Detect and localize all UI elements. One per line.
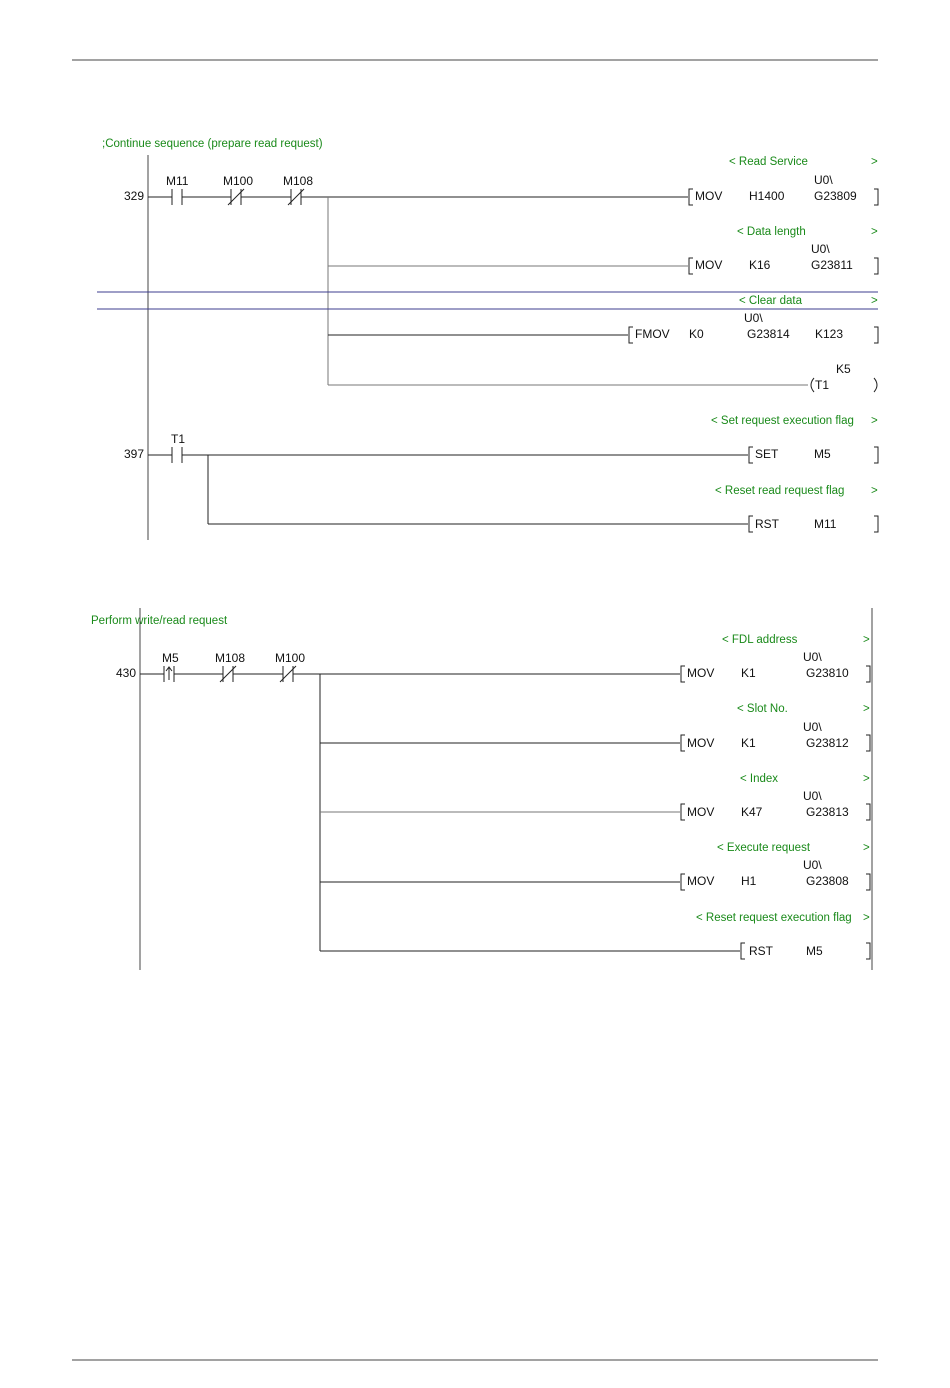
svg-text:M11: M11 xyxy=(814,517,837,531)
svg-text:RST: RST xyxy=(749,944,774,958)
svg-text:FMOV: FMOV xyxy=(635,327,670,341)
contact-label: T1 xyxy=(171,432,185,446)
svg-text:G23808: G23808 xyxy=(806,874,849,888)
svg-text:G23814: G23814 xyxy=(747,327,790,341)
instruction-comment: < Reset request execution flag xyxy=(696,912,852,924)
svg-text:MOV: MOV xyxy=(687,666,714,680)
instruction-rst-m11: < Reset read request flag > RST M11 xyxy=(715,485,879,533)
instruction-mov-execute-request: < Execute request > MOV H1 U0\ G23808 xyxy=(680,842,871,891)
svg-text:T1: T1 xyxy=(815,378,829,392)
contact-no-t1: T1 xyxy=(171,432,185,463)
svg-text:U0\: U0\ xyxy=(744,311,763,325)
contact-label: M100 xyxy=(223,174,253,188)
svg-text:G23812: G23812 xyxy=(806,736,849,750)
svg-text:RST: RST xyxy=(755,517,780,531)
svg-text:U0\: U0\ xyxy=(803,858,822,872)
instruction-comment: < Execute request xyxy=(717,842,811,854)
svg-text:K0: K0 xyxy=(689,327,704,341)
svg-text:M5: M5 xyxy=(806,944,823,958)
svg-text:>: > xyxy=(863,842,870,854)
contact-label: M108 xyxy=(283,174,313,188)
instruction-comment: < Set request execution flag xyxy=(711,415,854,427)
svg-text:>: > xyxy=(863,703,870,715)
svg-text:G23813: G23813 xyxy=(806,805,849,819)
svg-text:K1: K1 xyxy=(741,666,756,680)
svg-text:>: > xyxy=(871,226,878,238)
svg-text:MOV: MOV xyxy=(687,805,714,819)
svg-text:M5: M5 xyxy=(814,447,831,461)
instruction-comment: < Clear data xyxy=(739,295,803,307)
contact-label: M5 xyxy=(162,651,179,665)
instruction-mov-read-service: < Read Service > MOV H1400 U0\ G23809 xyxy=(688,156,879,206)
timer-coil-t1: K5 T1 xyxy=(810,362,878,393)
svg-text:K16: K16 xyxy=(749,258,771,272)
instruction-mov-data-length: < Data length > MOV K16 U0\ G23811 xyxy=(688,226,879,275)
svg-text:K5: K5 xyxy=(836,362,851,376)
svg-text:H1400: H1400 xyxy=(749,189,785,203)
contact-nc-m100: M100 xyxy=(223,174,253,206)
section2-ladder: Perform write/read request 430 M5 M108 M… xyxy=(91,608,873,970)
svg-text:G23811: G23811 xyxy=(811,258,853,272)
instruction-comment: < Index xyxy=(740,773,778,785)
instruction-comment: < Slot No. xyxy=(737,703,788,715)
contact-nc-m108: M108 xyxy=(215,651,245,683)
contact-nc-m108: M108 xyxy=(283,174,313,206)
instruction-set-m5: < Set request execution flag > SET M5 xyxy=(711,415,879,464)
step-number: 329 xyxy=(124,189,144,203)
step-number: 430 xyxy=(116,666,136,680)
instruction-comment: < Data length xyxy=(737,226,806,238)
section2-comment: Perform write/read request xyxy=(91,615,228,627)
svg-text:>: > xyxy=(863,773,870,785)
svg-text:>: > xyxy=(871,156,878,168)
instruction-mov-index: < Index > MOV K47 U0\ G23813 xyxy=(680,773,871,821)
svg-text:U0\: U0\ xyxy=(803,720,822,734)
step-number: 397 xyxy=(124,447,144,461)
svg-text:>: > xyxy=(871,295,878,307)
svg-text:MOV: MOV xyxy=(695,258,722,272)
section1-comment: ;Continue sequence (prepare read request… xyxy=(102,138,323,150)
contact-label: M100 xyxy=(275,651,305,665)
svg-text:U0\: U0\ xyxy=(814,173,833,187)
svg-text:>: > xyxy=(871,485,878,497)
svg-text:K1: K1 xyxy=(741,736,756,750)
svg-text:MOV: MOV xyxy=(687,736,714,750)
instruction-comment: < Read Service xyxy=(729,156,808,168)
svg-text:K123: K123 xyxy=(815,327,843,341)
instruction-mov-slot-no: < Slot No. > MOV K1 U0\ G23812 xyxy=(680,703,871,752)
instruction-fmov-clear-data: < Clear data > FMOV K0 U0\ G23814 K123 xyxy=(628,295,879,344)
instruction-comment: < FDL address xyxy=(722,634,798,646)
contact-label: M11 xyxy=(166,174,189,188)
instruction-comment: < Reset read request flag xyxy=(715,485,844,497)
section1-ladder: ;Continue sequence (prepare read request… xyxy=(97,138,879,540)
svg-text:K47: K47 xyxy=(741,805,763,819)
instruction-mov-fdl-address: < FDL address > MOV K1 U0\ G23810 xyxy=(680,634,871,683)
svg-text:G23809: G23809 xyxy=(814,189,857,203)
svg-text:G23810: G23810 xyxy=(806,666,849,680)
svg-text:>: > xyxy=(863,634,870,646)
svg-text:H1: H1 xyxy=(741,874,757,888)
svg-text:>: > xyxy=(863,912,870,924)
instruction-rst-m5: < Reset request execution flag > RST M5 xyxy=(696,912,871,960)
svg-text:MOV: MOV xyxy=(695,189,722,203)
contact-label: M108 xyxy=(215,651,245,665)
svg-text:MOV: MOV xyxy=(687,874,714,888)
svg-text:>: > xyxy=(871,415,878,427)
svg-text:U0\: U0\ xyxy=(803,650,822,664)
svg-text:U0\: U0\ xyxy=(811,242,830,256)
contact-nc-m100: M100 xyxy=(275,651,305,683)
contact-pulse-m5: M5 xyxy=(162,651,179,682)
svg-text:SET: SET xyxy=(755,447,779,461)
svg-text:U0\: U0\ xyxy=(803,789,822,803)
contact-no-m11: M11 xyxy=(166,174,189,205)
